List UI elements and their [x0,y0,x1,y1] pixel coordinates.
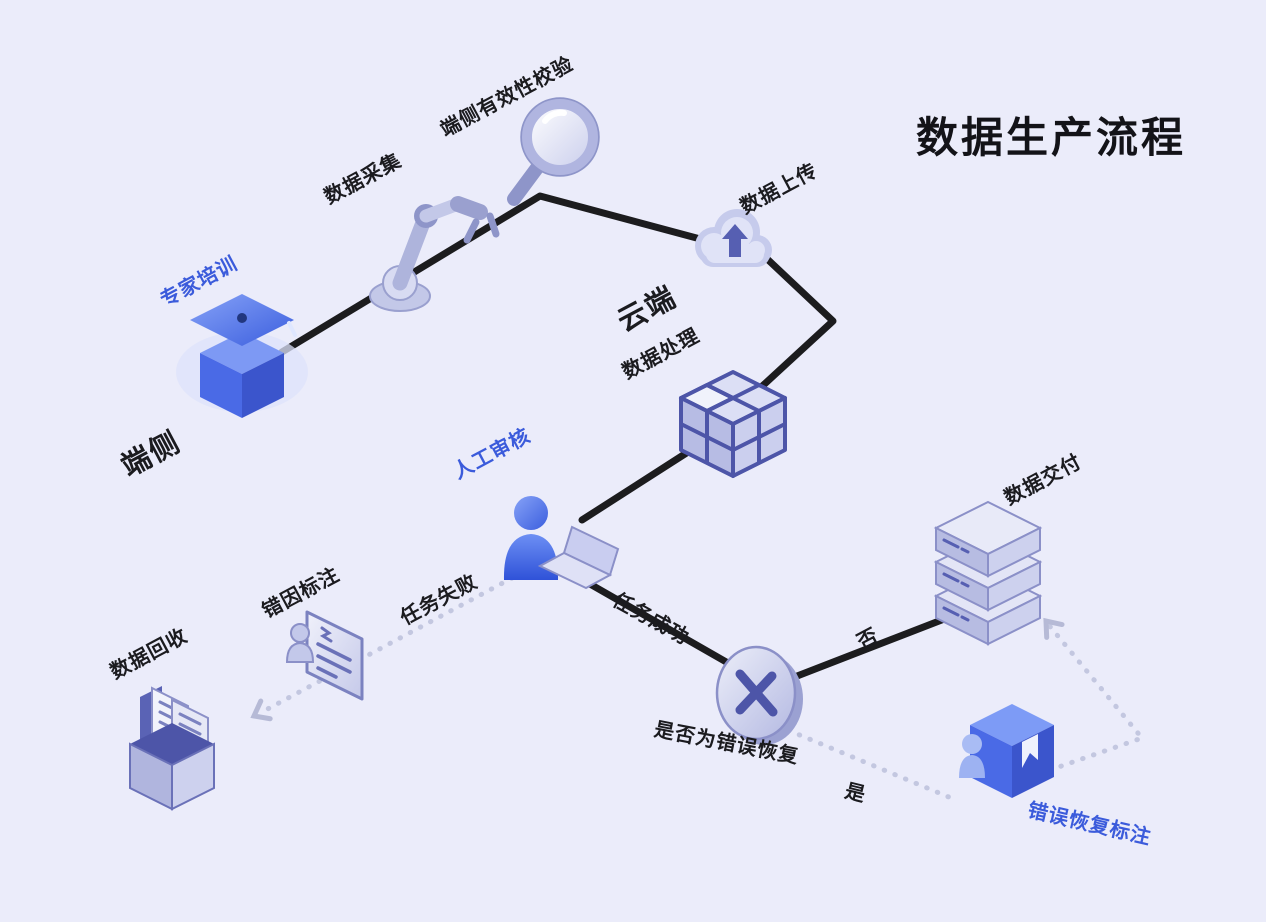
cloud-upload-icon [695,209,772,267]
upload-to-processing-line [754,252,837,394]
document-person-icon [285,610,364,701]
server-slab-top [933,500,1043,578]
recovery-return-line [1045,621,1147,773]
task-failed-line [259,575,515,715]
magnifier-icon [507,97,600,206]
cube-icon [679,370,787,478]
device-flow-line [278,192,708,356]
robot-arm-icon [369,196,500,312]
x-disc-icon [715,645,803,745]
person-laptop-icon [503,496,620,590]
yes-line [775,723,959,803]
graduation-cap-icon [176,294,308,418]
open-box-documents-icon [129,686,215,811]
task-failed-arrow-icon [250,698,273,722]
recovery-return-arrow-icon [1043,617,1065,640]
book-person-icon [959,704,1054,798]
diagram-title: 数据生产流程 [915,113,1186,162]
dotted-flow-lines [259,575,1147,803]
server-stack-icon [933,500,1043,646]
processing-to-review-line [578,448,692,524]
